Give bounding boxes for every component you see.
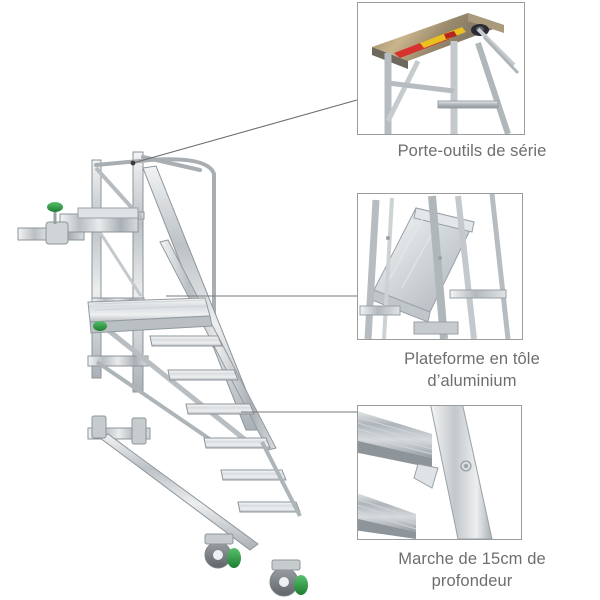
tool-tray-detail-image <box>358 3 524 134</box>
clamp-arm-assembly <box>17 202 139 245</box>
caption-plateforme-line-1: Plateforme en tôle <box>404 350 540 368</box>
caption-plateforme: Plateforme en tôle d’aluminium <box>357 348 587 392</box>
callout-panel-porte-outils <box>357 2 525 135</box>
ladder-base <box>87 415 302 551</box>
green-handwheel <box>47 202 63 212</box>
callout-panel-marche <box>357 405 522 540</box>
callout-panel-plateforme <box>357 193 523 340</box>
step-detail-image <box>358 406 521 539</box>
main-product-image <box>17 151 308 597</box>
aluminium-platform <box>87 297 213 334</box>
ladder-steps <box>149 335 301 513</box>
caster-wheels <box>204 533 308 597</box>
green-latch <box>93 321 107 331</box>
caption-plateforme-line-2: d’aluminium <box>427 372 517 390</box>
caption-marche: Marche de 15cm de profondeur <box>357 548 587 592</box>
caption-porte-outils: Porte-outils de série <box>397 142 547 160</box>
platform-detail-image <box>358 194 522 339</box>
caption-marche-line-1: Marche de 15cm de <box>398 550 546 568</box>
ladder-handrail <box>94 155 216 348</box>
caption-marche-line-2: profondeur <box>431 572 513 590</box>
